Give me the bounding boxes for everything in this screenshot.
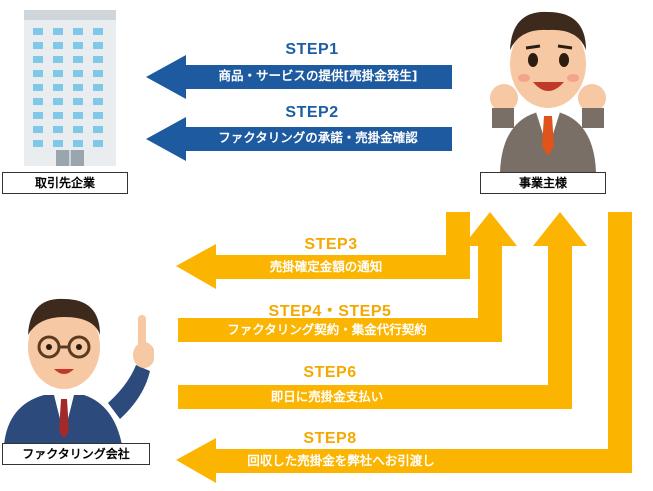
- step1-title: STEP1: [285, 41, 339, 58]
- step1-text: 商品・サービスの提供[売掛金発生]: [218, 68, 418, 83]
- business-owner-illustration: [490, 11, 606, 172]
- step8-title: STEP8: [303, 430, 357, 447]
- step8-text: 回収した売掛金を弊社へお引渡し: [247, 453, 435, 468]
- client-company-label: 取引先企業: [2, 172, 128, 194]
- business-owner-label: 事業主様: [480, 172, 606, 194]
- step6-title: STEP6: [303, 364, 357, 381]
- step4-5-text: ファクタリング契約・集金代行契約: [227, 322, 427, 337]
- step1-arrow: [146, 55, 452, 99]
- step6-text: 即日に売掛金支払い: [270, 389, 384, 404]
- factoring-staff-illustration: [4, 298, 154, 445]
- step2-text: ファクタリングの承諾・売掛金確認: [218, 130, 418, 145]
- step4-5-title: STEP4・STEP5: [268, 303, 392, 320]
- step2-arrow: [146, 117, 452, 161]
- step3-text: 売掛確定金額の通知: [269, 259, 383, 274]
- factoring-company-label: ファクタリング会社: [2, 443, 150, 465]
- step3-title: STEP3: [304, 236, 358, 253]
- step2-title: STEP2: [285, 104, 339, 121]
- building-icon: [24, 10, 116, 166]
